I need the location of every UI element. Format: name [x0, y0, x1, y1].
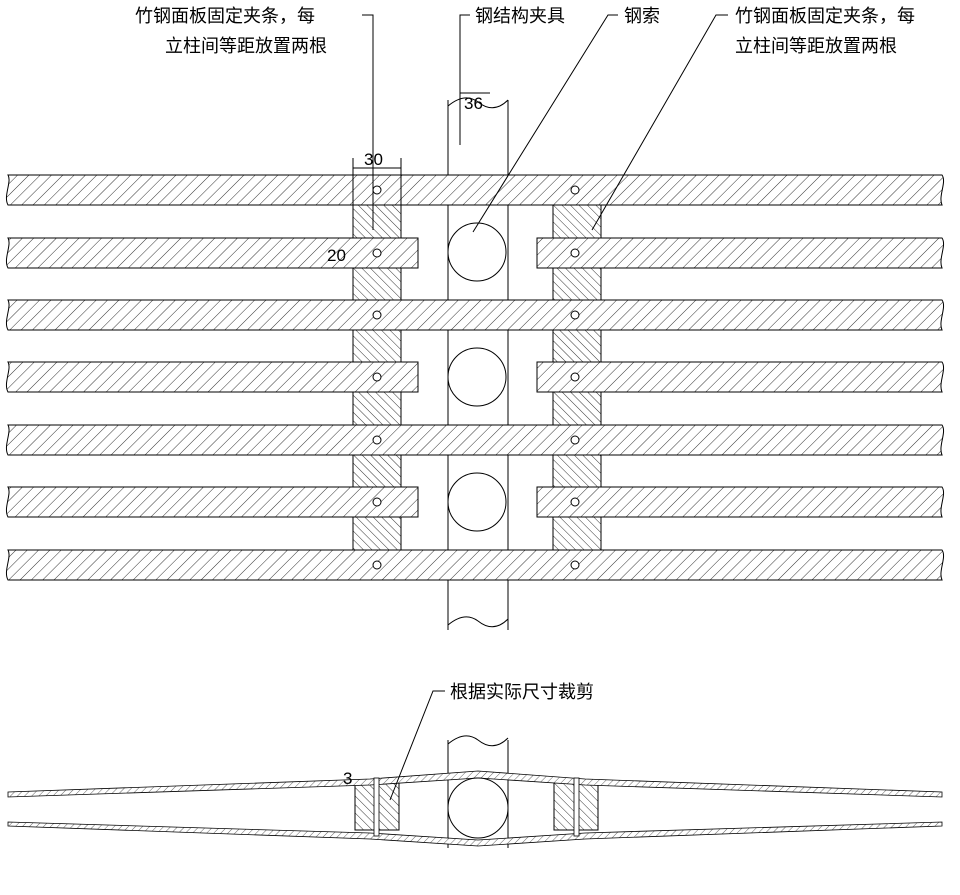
- leader-steel-clamp: 钢结构夹具: [459, 6, 565, 145]
- plank-short-right-3: [536, 486, 945, 518]
- leader-clip-strip-right: 竹钢面板固定夹条，每 立柱间等距放置两根: [591, 6, 915, 231]
- dim-20: 20: [327, 246, 346, 265]
- bent-plate-upper: [7, 770, 943, 798]
- svg-text:钢索: 钢索: [624, 6, 660, 27]
- svg-text:20: 20: [327, 246, 346, 265]
- bent-plate-lower: [7, 821, 943, 847]
- svg-text:根据实际尺寸裁剪: 根据实际尺寸裁剪: [450, 682, 594, 703]
- svg-text:竹钢面板固定夹条，每: 竹钢面板固定夹条，每: [135, 6, 315, 27]
- plank-short-left-1: [5, 237, 419, 269]
- steel-cables: [447, 222, 507, 532]
- svg-text:钢结构夹具: 钢结构夹具: [475, 6, 565, 27]
- plank-full-4: [5, 549, 945, 581]
- leader-steel-cable: 钢索: [472, 6, 660, 233]
- plank-short-right-1: [536, 237, 945, 269]
- leader-cut-to-size: 根据实际尺寸裁剪: [389, 682, 594, 801]
- svg-text:立柱间等距放置两根: 立柱间等距放置两根: [165, 36, 327, 57]
- plank-full-2: [5, 299, 945, 331]
- plank-short-right-2: [536, 361, 945, 393]
- svg-text:立柱间等距放置两根: 立柱间等距放置两根: [735, 36, 897, 57]
- steel-cable-bottom: [447, 777, 509, 839]
- svg-text:36: 36: [464, 94, 483, 113]
- plank-short-left-2: [5, 361, 419, 393]
- plank-full-1: [5, 174, 945, 206]
- full-planks: [5, 174, 945, 581]
- spacer-lines: [373, 777, 580, 837]
- bent-plates: [7, 770, 943, 847]
- svg-text:竹钢面板固定夹条，每: 竹钢面板固定夹条，每: [735, 6, 915, 27]
- svg-text:3: 3: [343, 769, 352, 788]
- dim-3: 3: [343, 769, 352, 788]
- short-planks: [5, 237, 945, 518]
- leader-clip-strip-left: 竹钢面板固定夹条，每 立柱间等距放置两根: [135, 6, 374, 230]
- plank-short-left-3: [5, 486, 419, 518]
- bolt-holes: [372, 185, 580, 570]
- plank-full-3: [5, 424, 945, 456]
